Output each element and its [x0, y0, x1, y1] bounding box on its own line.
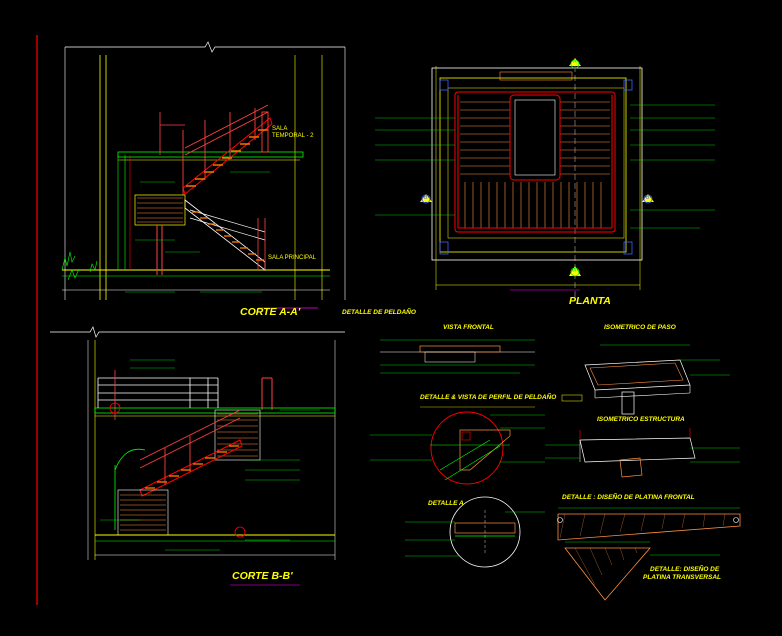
planta-section: [375, 58, 715, 300]
corte-aa-title: CORTE A-A': [240, 306, 301, 318]
detalle-platina-frontal: [557, 507, 741, 541]
detalle-a-title: DETALLE A: [428, 500, 464, 507]
label-sala-principal: SALA PRINCIPAL: [268, 255, 316, 261]
detalle-a: [405, 496, 545, 568]
planta-title: PLANTA: [569, 295, 611, 307]
corte-bb-title: CORTE B-B': [232, 570, 293, 582]
detalle-platina-transversal: [564, 541, 720, 601]
axis-markers: [420, 58, 654, 277]
detalle-vista-frontal: [380, 339, 535, 374]
corte-bb-section: [50, 326, 345, 586]
label-temporal: TEMPORAL - 2: [272, 133, 314, 139]
platina-transversal-title-2: PLATINA TRANSVERSAL: [643, 574, 721, 581]
detalle-isometrico-estructura: [545, 428, 740, 478]
axis-label-b-left: B: [424, 195, 428, 201]
detalle-peldano-title: DETALLE DE PELDAÑO: [342, 309, 416, 316]
platina-transversal-title-1: DETALLE: DISEÑO DE: [650, 566, 720, 573]
axis-label-a-top: A: [573, 59, 577, 65]
detalle-perfil-peldano: [370, 406, 545, 485]
isometrico-estructura-title: ISOMETRICO ESTRUCTURA: [597, 416, 685, 423]
axis-label-b-right: B: [646, 195, 650, 201]
platina-frontal-title: DETALLE : DISEÑO DE PLATINA FRONTAL: [562, 494, 695, 501]
label-sala: SALA: [272, 126, 288, 132]
corte-aa-section: [61, 41, 346, 309]
axis-label-a-bottom: A: [573, 268, 577, 274]
detalle-isometrico-paso: [561, 344, 730, 415]
isometrico-paso-title: ISOMETRICO DE PASO: [604, 324, 676, 331]
vista-frontal-title: VISTA FRONTAL: [443, 324, 494, 331]
detalle-perfil-title: DETALLE & VISTA DE PERFIL DE PELDAÑO: [420, 394, 557, 401]
